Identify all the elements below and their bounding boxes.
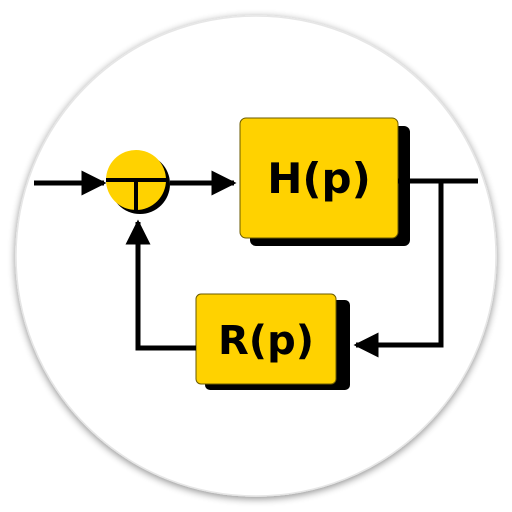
feedback-path-left [125,219,196,351]
summing-junction-icon [106,150,170,214]
background-disc [15,15,497,497]
feedback-path-right [353,181,444,358]
feedback-block-label: R(p) [218,318,314,364]
forward-block: H(p) [239,117,410,246]
forward-block-label: H(p) [267,154,371,203]
feedback-block: R(p) [195,293,350,390]
